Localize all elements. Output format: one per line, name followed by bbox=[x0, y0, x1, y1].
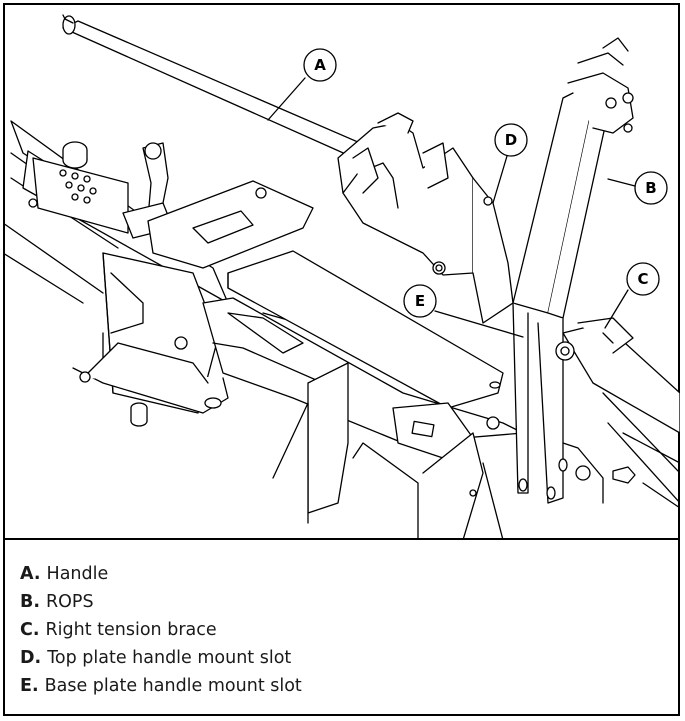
svg-text:C: C bbox=[637, 270, 648, 288]
legend-item-b: B.ROPS bbox=[20, 592, 94, 612]
control-plate bbox=[32, 141, 129, 234]
figure-frame bbox=[3, 3, 680, 716]
technical-illustration: A B C D E bbox=[3, 3, 680, 540]
legend-item-e: E.Base plate handle mount slot bbox=[20, 676, 302, 696]
legend-list: A.Handle B.ROPS C.Right tension brace D.… bbox=[20, 560, 302, 700]
legend-item-c: C.Right tension brace bbox=[20, 620, 217, 640]
svg-text:D: D bbox=[505, 131, 517, 149]
callout-b: B bbox=[607, 171, 668, 205]
pivot-housing bbox=[337, 112, 514, 324]
svg-text:A: A bbox=[314, 56, 326, 74]
svg-text:E: E bbox=[415, 292, 425, 310]
rops-b-shape bbox=[512, 37, 634, 504]
callout-c: C bbox=[604, 262, 660, 329]
callout-d: D bbox=[492, 123, 528, 204]
svg-text:B: B bbox=[645, 179, 656, 197]
legend-item-d: D.Top plate handle mount slot bbox=[20, 648, 292, 668]
callout-a: A bbox=[267, 48, 337, 121]
right-tension-brace-shape bbox=[555, 317, 680, 509]
callout-e: E bbox=[403, 284, 524, 338]
legend-item-a: A.Handle bbox=[20, 564, 109, 584]
upper-mount-plate bbox=[147, 180, 314, 269]
left-bracket bbox=[72, 252, 229, 427]
base-plate bbox=[227, 250, 504, 464]
bottom-supports bbox=[272, 362, 504, 538]
